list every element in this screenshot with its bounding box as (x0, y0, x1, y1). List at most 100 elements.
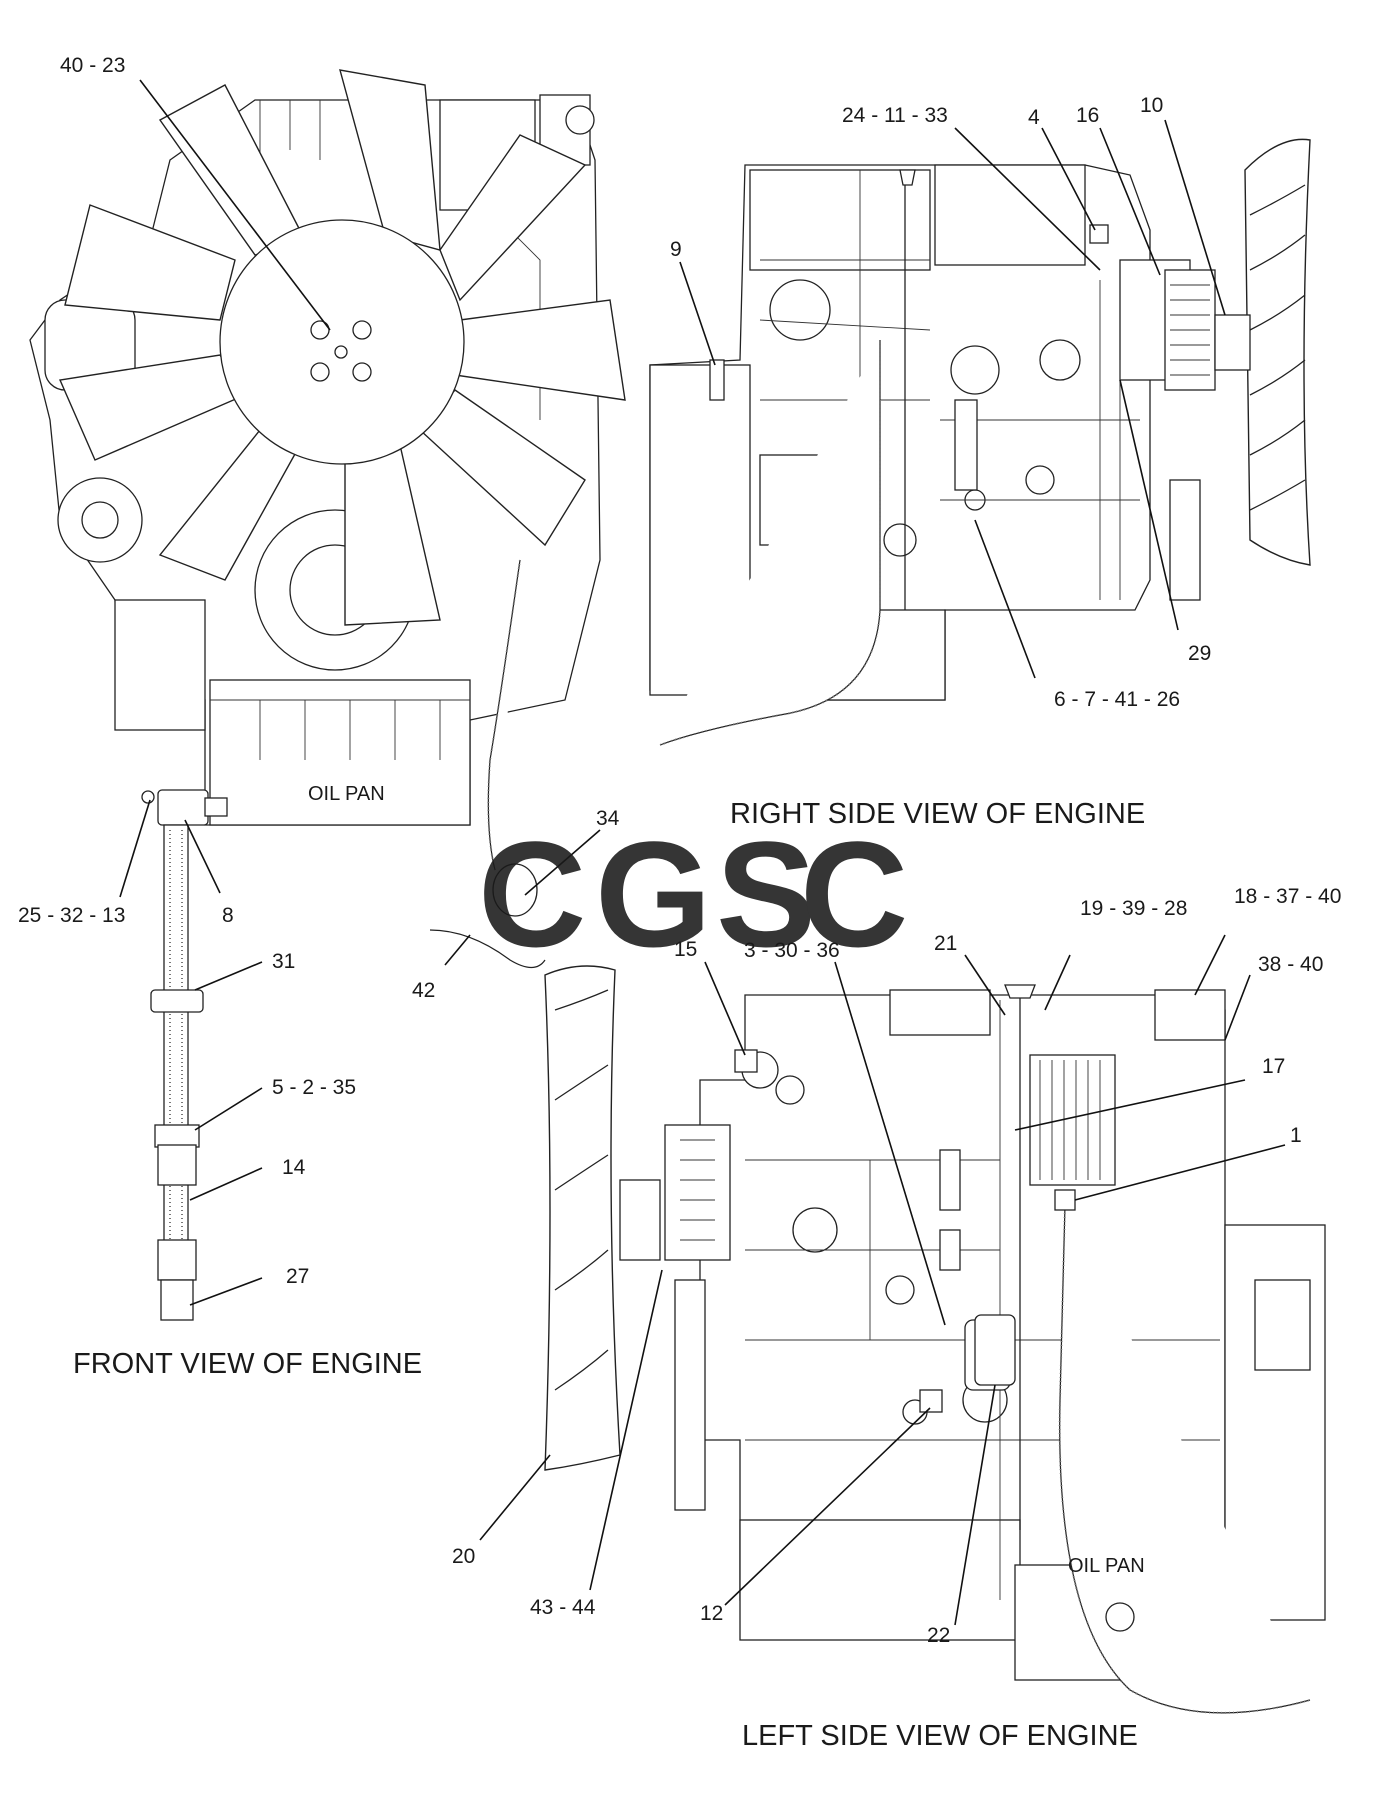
leader-14 (189, 1167, 263, 1201)
fan-bolt (352, 320, 372, 340)
fan-bolt (310, 320, 330, 340)
drain-fitting (160, 1279, 194, 1321)
callout-19-39-28: 19 - 39 - 28 (1080, 897, 1187, 920)
fan-bolt (334, 345, 348, 359)
callout-5-2-35: 5 - 2 - 35 (272, 1076, 356, 1099)
leader-15 (704, 961, 746, 1056)
fan-hub (219, 219, 465, 465)
leader-31 (194, 961, 263, 991)
callout-8: 8 (222, 904, 234, 927)
hose-clip (492, 863, 538, 917)
callout-12: 12 (700, 1602, 723, 1625)
left-oil-pan-label: OIL PAN (1068, 1555, 1145, 1577)
leader-27 (189, 1277, 263, 1306)
callout-40-23: 40 - 23 (60, 54, 125, 77)
callout-17: 17 (1262, 1055, 1285, 1078)
drain-valve (157, 789, 209, 826)
callout-18-37-40: 18 - 37 - 40 (1234, 885, 1341, 908)
sensor-6 (954, 399, 978, 491)
fuel-filter (664, 1124, 731, 1261)
callout-27: 27 (286, 1265, 309, 1288)
callout-21: 21 (934, 932, 957, 955)
callout-16: 16 (1076, 104, 1099, 127)
leader-34 (524, 829, 601, 896)
leader-17 (1014, 1079, 1246, 1131)
leader-8 (184, 819, 221, 894)
callout-9: 9 (670, 238, 682, 261)
leader-12 (724, 1407, 931, 1606)
leader-42 (444, 934, 471, 966)
leader-40-23 (139, 79, 331, 331)
leader-16 (1099, 127, 1161, 276)
callout-3-30-36: 3 - 30 - 36 (744, 939, 840, 962)
front-view: OIL PAN 40 - 23 25 - 32 - 13 (18, 54, 626, 1380)
callout-4: 4 (1028, 106, 1040, 129)
leader-4 (1041, 127, 1096, 231)
oil-filter-left (1029, 1054, 1116, 1186)
leader-24-11-33 (954, 127, 1101, 271)
leader-3-30-36 (834, 961, 946, 1326)
callout-38-40: 38 - 40 (1258, 953, 1323, 976)
drain-hose (163, 824, 189, 1266)
leader-43-44 (589, 1269, 663, 1591)
right-view-title: RIGHT SIDE VIEW OF ENGINE (730, 798, 1145, 830)
leader-9 (679, 261, 716, 366)
hose-coupling (154, 1124, 200, 1148)
fitting-1 (1054, 1189, 1076, 1211)
hose-clamp (150, 989, 204, 1013)
sensor-9 (709, 359, 725, 401)
leader-29 (1119, 379, 1179, 631)
fan (58, 69, 626, 626)
leader-25-32-13 (119, 799, 151, 898)
leader-5-2-35 (194, 1087, 263, 1131)
callout-1: 1 (1290, 1124, 1302, 1147)
watermark-letter: C (800, 810, 908, 978)
callout-31: 31 (272, 950, 295, 973)
callout-14: 14 (282, 1156, 306, 1179)
callout-20: 20 (452, 1545, 475, 1568)
callout-24-11-33: 24 - 11 - 33 (842, 104, 948, 127)
callout-29: 29 (1188, 642, 1211, 665)
watermark-letter: C (478, 810, 586, 978)
leader-38-40 (1224, 974, 1251, 1041)
leader-6-7-41-26 (974, 519, 1036, 679)
front-oil-pan-label: OIL PAN (308, 783, 385, 805)
sensor-4 (1089, 224, 1109, 244)
callout-43-44: 43 - 44 (530, 1596, 596, 1619)
fan-blade (339, 69, 441, 251)
right-side-view: 24 - 11 - 33 4 16 10 9 29 6 - 7 - 41 - 2… (649, 94, 1311, 830)
front-hose (487, 559, 521, 871)
callout-42: 42 (412, 979, 435, 1002)
fitting-12 (919, 1389, 943, 1413)
left-fan-edge (544, 965, 661, 1471)
callout-15: 15 (674, 938, 697, 961)
leader-18-37-40 (1194, 934, 1226, 996)
leader-19-39-28 (1044, 954, 1071, 1011)
hose-end (429, 929, 546, 969)
fan-bolt (310, 362, 330, 382)
fitting-15 (734, 1049, 758, 1073)
front-view-title: FRONT VIEW OF ENGINE (73, 1348, 422, 1380)
cgsc-watermark-logo: C G S C (478, 810, 908, 978)
callout-25-32-13: 25 - 32 - 13 (18, 904, 125, 927)
right-dipstick-tube (659, 340, 881, 746)
fan-blade (64, 204, 236, 321)
leader-21 (964, 954, 1006, 1016)
callout-34: 34 (596, 807, 620, 830)
fan-bolt (352, 362, 372, 382)
callout-10: 10 (1140, 94, 1163, 117)
leader-10 (1164, 119, 1226, 316)
callout-6-7-41-26: 6 - 7 - 41 - 26 (1054, 688, 1180, 711)
right-fan-edge (1214, 138, 1311, 566)
leader-1 (1074, 1144, 1286, 1201)
fan-blade (439, 134, 587, 302)
sensor-22 (974, 1314, 1016, 1386)
left-view-title: LEFT SIDE VIEW OF ENGINE (742, 1720, 1138, 1752)
callout-22: 22 (927, 1624, 950, 1647)
leader-22 (954, 1384, 996, 1626)
watermark-letter: G (595, 810, 712, 978)
watermark-letter: S (716, 810, 816, 978)
left-side-view: OIL PAN 21 19 - 39 - 28 18 - 37 - 40 38 … (452, 885, 1341, 1752)
leader-20 (479, 1454, 551, 1541)
